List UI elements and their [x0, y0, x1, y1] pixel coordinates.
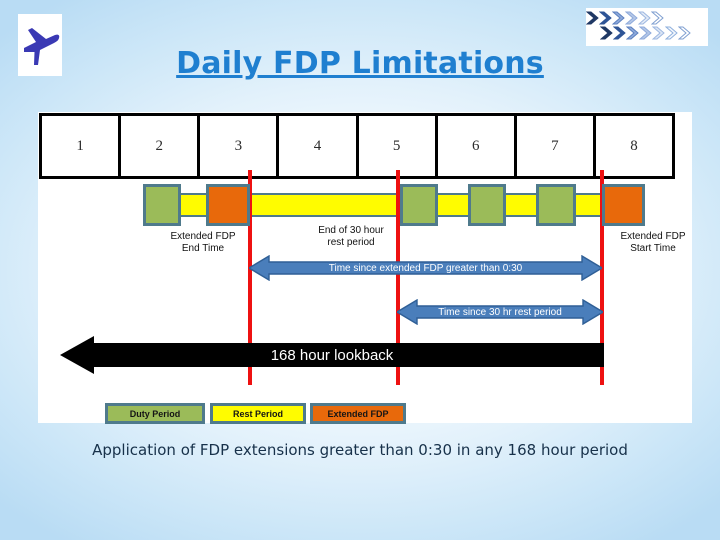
timeline-track: Extended FDP End Time End of 30 hour res… [38, 112, 692, 424]
span-arrow-extended-fdp-label: Time since extended FDP greater than 0:3… [328, 262, 523, 274]
legend-rest-period: Rest Period [210, 403, 306, 424]
span-arrow-lookback-label: 168 hour lookback [270, 346, 394, 364]
day-cell-1: 1 [42, 116, 122, 176]
slide-caption: Application of FDP extensions greater th… [92, 441, 628, 459]
duty-block-3 [468, 184, 506, 226]
legend-duty-period: Duty Period [105, 403, 205, 424]
day-cell-2: 2 [121, 116, 201, 176]
span-arrow-lookback: 168 hour lookback [60, 334, 604, 376]
double-arrow-shape [249, 255, 602, 281]
day-cell-5: 5 [358, 116, 438, 176]
day-cell-7: 7 [516, 116, 596, 176]
page-title: Daily FDP Limitations [176, 46, 544, 81]
span-arrow-extended-fdp: Time since extended FDP greater than 0:3… [249, 255, 602, 281]
left-arrow-shape [60, 336, 604, 374]
extended-fdp-block-end [206, 184, 250, 226]
double-arrow-shape [397, 299, 603, 325]
day-cell-4: 4 [279, 116, 359, 176]
rest-bar-main [248, 193, 640, 217]
marker-line-30hr-rest-end [396, 170, 400, 385]
duty-block-4 [536, 184, 576, 226]
extended-fdp-start-time-label: Extended FDP Start Time [608, 231, 698, 255]
span-arrow-rest-period-label: Time since 30 hr rest period [438, 306, 562, 318]
label-line-1: End of 30 hour [318, 225, 384, 236]
label-line-1: Extended FDP [620, 231, 686, 242]
label-line-2: Start Time [630, 243, 676, 254]
duty-block-1 [143, 184, 181, 226]
day-cell-3: 3 [200, 116, 280, 176]
chevron-row-bottom [586, 25, 708, 40]
airplane-icon [24, 28, 60, 65]
label-line-2: rest period [327, 237, 375, 248]
day-cell-6: 6 [437, 116, 517, 176]
extended-fdp-end-time-label: Extended FDP End Time [148, 231, 258, 255]
diagram-panel: 1 2 3 4 5 6 7 8 Extende [38, 112, 692, 424]
label-line-2: End Time [181, 243, 225, 254]
marker-line-extended-fdp-start [600, 170, 604, 385]
end-of-30-hour-rest-period-label: End of 30 hour rest period [296, 225, 406, 249]
duty-block-2 [400, 184, 438, 226]
marker-line-extended-fdp-end [248, 170, 252, 385]
span-arrow-rest-period: Time since 30 hr rest period [397, 299, 603, 325]
label-line-1: Extended FDP [170, 231, 236, 242]
legend-extended-fdp: Extended FDP [310, 403, 406, 424]
chevron-arrows-icon [586, 8, 708, 46]
day-cell-8: 8 [595, 116, 672, 176]
airplane-logo-badge [18, 14, 62, 76]
chevron-row-top [586, 10, 708, 25]
day-cells-row: 1 2 3 4 5 6 7 8 [39, 113, 675, 179]
extended-fdp-block-start [602, 184, 645, 226]
